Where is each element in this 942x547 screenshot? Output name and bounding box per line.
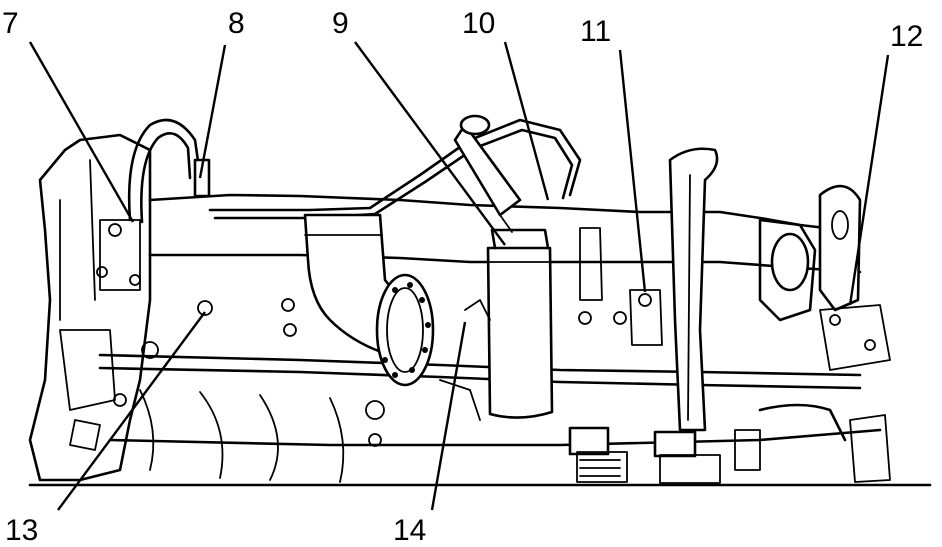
leader-14 <box>430 321 467 511</box>
callout-7: 7 <box>2 7 19 40</box>
front-gear-housing <box>28 133 159 482</box>
callout-10: 10 <box>462 7 495 40</box>
fuel-filter <box>453 114 554 419</box>
ecm-connectors <box>568 426 761 484</box>
rear-housing <box>758 184 891 483</box>
breather-hose <box>127 118 211 224</box>
exhaust-pipe <box>668 147 719 432</box>
callout-8: 8 <box>228 7 245 40</box>
leader-13 <box>57 311 206 511</box>
callout-13: 13 <box>5 514 38 547</box>
leader-9 <box>354 41 506 246</box>
fuel-lines <box>208 118 582 220</box>
fittings <box>197 227 663 447</box>
callout-labels: 7 8 9 10 11 12 13 14 <box>2 7 923 547</box>
air-inlet-elbow <box>303 213 435 387</box>
leader-12 <box>848 54 890 306</box>
callout-12: 12 <box>890 20 923 53</box>
leader-8 <box>198 44 227 179</box>
leader-11 <box>618 49 647 293</box>
leader-lines <box>28 41 890 511</box>
callout-14: 14 <box>393 514 426 547</box>
callout-11: 11 <box>580 15 611 48</box>
callout-9: 9 <box>332 7 349 40</box>
leader-10 <box>503 41 550 201</box>
leader-7 <box>28 41 135 223</box>
